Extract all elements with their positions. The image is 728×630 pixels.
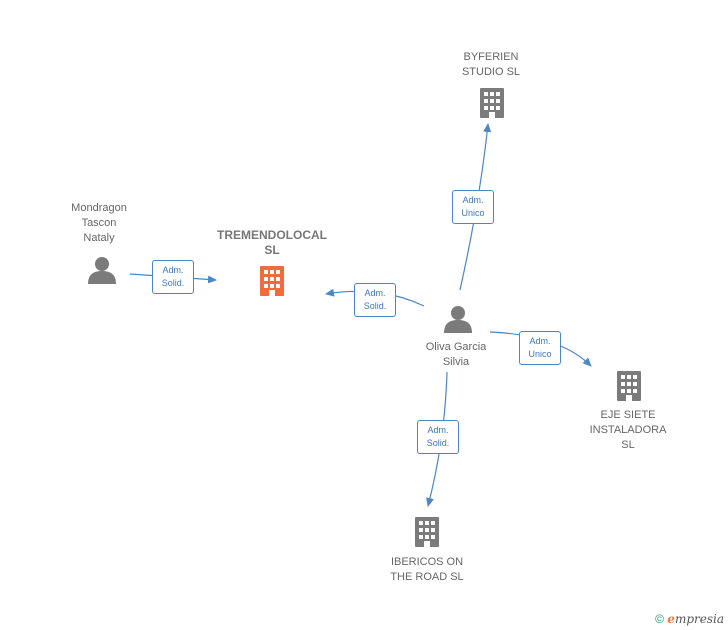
- node-label-ejesiete[interactable]: EJE SIETE INSTALADORA SL: [589, 409, 667, 451]
- person-icon: [444, 306, 472, 333]
- edge-label-oliva-tremendolocal: Adm. Solid.: [354, 283, 396, 317]
- edge-label-mondragon-tremendolocal: Adm. Solid.: [152, 260, 194, 294]
- building-icon: [260, 266, 284, 296]
- edge-label-oliva-ejesiete: Adm. Unico: [519, 331, 561, 365]
- node-label-ibericos[interactable]: IBERICOS ON THE ROAD SL: [390, 556, 464, 583]
- building-icon: [480, 88, 504, 118]
- node-label-tremendolocal[interactable]: TREMENDOLOCAL SL: [217, 228, 327, 257]
- edge-label-oliva-byferien: Adm. Unico: [452, 190, 494, 224]
- empresia-watermark: © empresia: [655, 612, 724, 626]
- edge-label-oliva-ibericos: Adm. Solid.: [417, 420, 459, 454]
- brand-logo: empresia: [667, 612, 724, 626]
- building-icon: [415, 517, 439, 547]
- copyright-icon: ©: [655, 612, 664, 626]
- node-label-byferien[interactable]: BYFERIEN STUDIO SL: [461, 51, 521, 78]
- node-label-mondragon[interactable]: Mondragon Tascon Nataly: [71, 202, 127, 244]
- building-icon: [617, 371, 641, 401]
- node-label-oliva[interactable]: Oliva Garcia Silvia: [425, 341, 487, 368]
- person-icon: [88, 257, 116, 284]
